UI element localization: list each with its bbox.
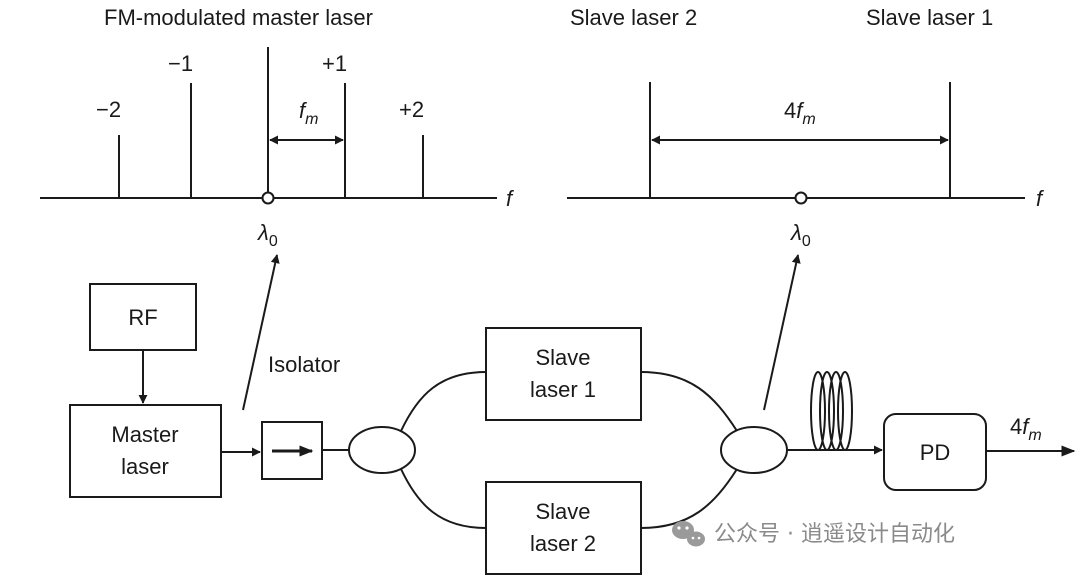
rf-label: RF: [128, 305, 157, 330]
master-laser-label-line2: laser: [121, 454, 169, 479]
combiner-coupler: [720, 426, 788, 474]
master-laser-box: [69, 404, 222, 498]
right-carrier-marker: [794, 191, 808, 205]
slave-laser-2-label-line2: laser 2: [530, 531, 596, 556]
slave-lasers-spectrum: [567, 82, 1025, 205]
wechat-watermark: 公众号 · 逍遥设计自动化: [672, 521, 955, 547]
slave-laser-1-label-line1: Slave: [535, 345, 590, 370]
wechat-icon: [672, 521, 705, 547]
order-label-plus-1: +1: [322, 51, 347, 76]
left-lambda0-label: λ0: [257, 220, 278, 250]
four-fm-label: 4fm: [784, 98, 816, 128]
output-4fm-label: 4fm: [1010, 414, 1042, 444]
slave1-to-combiner-fiber: [640, 371, 738, 432]
pd-label: PD: [920, 440, 951, 465]
fm-spacing-label: fm: [299, 98, 318, 128]
pointer-to-left-spectrum: [242, 254, 280, 411]
slave-laser-2-box: [485, 481, 642, 575]
left-axis-label: f: [506, 186, 515, 211]
master-laser-label-line1: Master: [111, 422, 178, 447]
carrier-marker: [261, 191, 275, 205]
isolator-label: Isolator: [268, 352, 340, 377]
order-label-minus-2: −2: [96, 97, 121, 122]
order-label-plus-2: +2: [399, 97, 424, 122]
master-laser-spectrum: [40, 47, 497, 205]
slave1-spectrum-label: Slave laser 1: [866, 5, 993, 30]
splitter-to-slave2-fiber: [400, 468, 487, 529]
splitter-coupler: [348, 426, 416, 474]
slave-laser-2-label-line1: Slave: [535, 499, 590, 524]
pointer-to-right-spectrum: [763, 254, 801, 411]
slave-laser-1-box: [485, 327, 642, 421]
spectrum-title: FM-modulated master laser: [104, 5, 373, 30]
right-axis-label: f: [1036, 186, 1045, 211]
slave2-to-combiner-fiber: [640, 468, 738, 529]
watermark-text: 公众号 · 逍遥设计自动化: [714, 522, 955, 547]
slave2-spectrum-label: Slave laser 2: [570, 5, 697, 30]
right-lambda0-label: λ0: [790, 220, 811, 250]
splitter-to-slave1-fiber: [400, 371, 487, 432]
fiber-coil-icon: [810, 371, 853, 451]
order-label-minus-1: −1: [168, 51, 193, 76]
slave-laser-1-label-line2: laser 1: [530, 377, 596, 402]
